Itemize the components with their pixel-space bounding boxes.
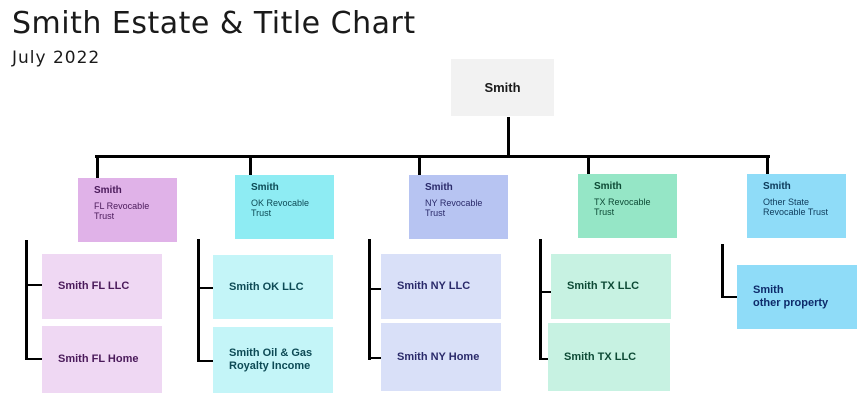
branch-tx-vertical xyxy=(539,239,542,360)
asset-label: Smith TX LLC xyxy=(564,350,637,363)
asset-node-fl-home: Smith FL Home xyxy=(42,326,162,393)
root-node: Smith xyxy=(451,59,554,116)
chart-subtitle: July 2022 xyxy=(12,48,101,68)
trust-label: NY Revocable Trust xyxy=(425,198,483,218)
chart-title: Smith Estate & Title Chart xyxy=(12,6,416,41)
asset-label: Smith FL Home xyxy=(58,353,139,365)
bus-drop-fl xyxy=(96,156,99,178)
trust-node-ok: Smith OK Revocable Trust xyxy=(235,175,334,239)
asset-label: Smith OK LLC xyxy=(229,280,304,293)
branch-ny-tick-2 xyxy=(368,357,381,359)
horizontal-bus xyxy=(95,155,770,158)
trust-label: FL Revocable Trust xyxy=(94,201,150,221)
asset-label: Smith Oil & Gas Royalty Income xyxy=(229,347,313,372)
asset-node-fl-llc: Smith FL LLC xyxy=(42,254,162,319)
branch-ny-tick-1 xyxy=(368,288,381,290)
bus-drop-ok xyxy=(249,156,252,175)
trust-name: Smith xyxy=(594,181,622,192)
trust-name: Smith xyxy=(763,181,791,192)
trust-node-tx: Smith TX Revocable Trust xyxy=(578,174,677,238)
branch-fl-tick-1 xyxy=(25,284,42,286)
trust-label: Other State Revocable Trust xyxy=(763,197,829,217)
asset-label: Smith FL LLC xyxy=(58,280,130,292)
trust-node-fl: Smith FL Revocable Trust xyxy=(78,178,177,242)
bus-drop-ny xyxy=(418,156,421,175)
root-connector xyxy=(507,117,510,157)
trust-name: Smith xyxy=(94,185,122,196)
trust-name: Smith xyxy=(425,182,453,193)
asset-label: Smith NY Home xyxy=(397,350,480,363)
asset-node-ny-home: Smith NY Home xyxy=(381,323,501,391)
asset-node-ny-llc: Smith NY LLC xyxy=(381,254,501,319)
asset-label: Smith NY LLC xyxy=(397,280,471,292)
branch-fl-vertical xyxy=(25,240,28,360)
root-label: Smith xyxy=(484,80,521,95)
branch-other-tick-1 xyxy=(721,296,737,298)
bus-drop-tx xyxy=(587,156,590,174)
trust-node-ny: Smith NY Revocable Trust xyxy=(409,175,508,239)
branch-other-vertical xyxy=(721,244,724,298)
trust-label: OK Revocable Trust xyxy=(251,198,310,218)
branch-tx-tick-2 xyxy=(539,358,548,360)
bus-drop-other xyxy=(766,156,769,174)
trust-node-other: Smith Other State Revocable Trust xyxy=(747,174,846,238)
branch-ok-vertical xyxy=(197,239,200,362)
branch-ok-tick-2 xyxy=(197,360,213,362)
trust-label: TX Revocable Trust xyxy=(594,197,651,217)
asset-label: Smith TX LLC xyxy=(567,280,640,292)
branch-tx-tick-1 xyxy=(539,291,551,293)
branch-fl-tick-2 xyxy=(25,358,42,360)
asset-node-tx-llc: Smith TX LLC xyxy=(551,254,671,319)
asset-node-ok-royalty: Smith Oil & Gas Royalty Income xyxy=(213,327,333,393)
asset-node-tx-llc-2: Smith TX LLC xyxy=(548,323,670,391)
asset-label: Smith other property xyxy=(753,284,829,309)
branch-ny-vertical xyxy=(368,239,371,360)
asset-node-ok-llc: Smith OK LLC xyxy=(213,255,333,319)
branch-ok-tick-1 xyxy=(197,287,213,289)
trust-name: Smith xyxy=(251,182,279,193)
asset-node-other-property: Smith other property xyxy=(737,265,857,329)
